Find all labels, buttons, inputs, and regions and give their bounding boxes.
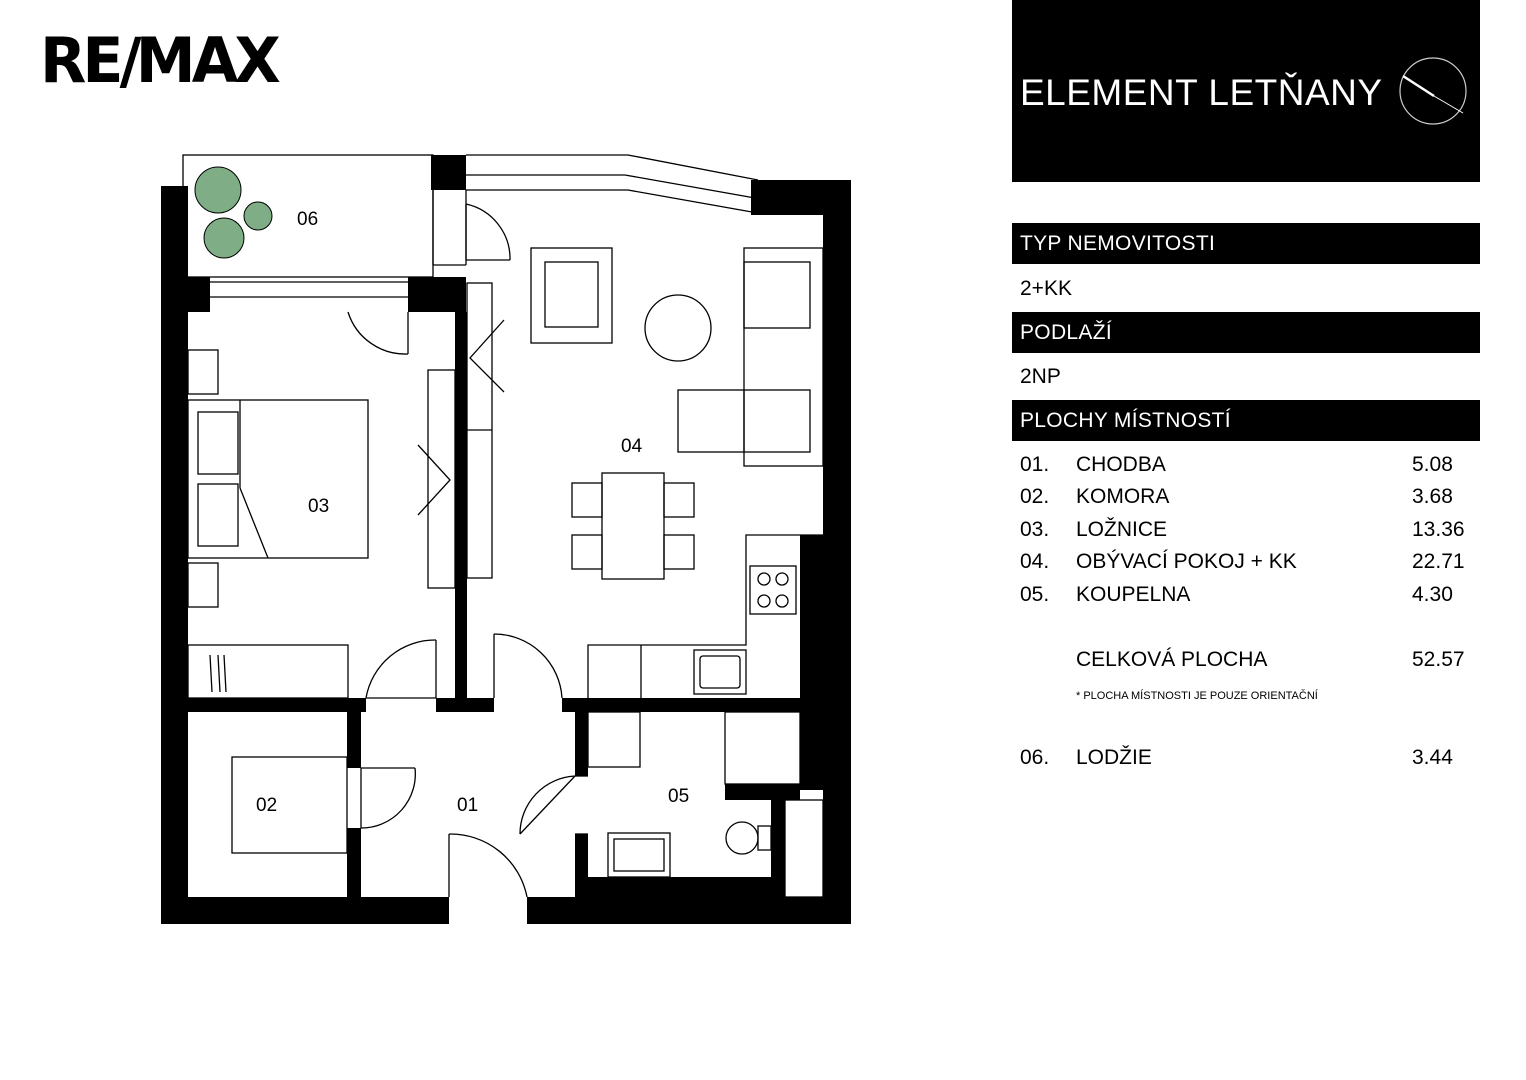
floor-plan: 06 03 04 02 01 05 <box>161 154 851 924</box>
room-row: 01. CHODBA 5.08 <box>1020 453 1470 481</box>
room-label-02: 02 <box>256 795 277 816</box>
room-row: 05. KOUPELNA 4.30 <box>1020 583 1470 611</box>
room-label-03: 03 <box>308 496 329 517</box>
room-area: 4.30 <box>1412 583 1453 606</box>
room-label-04: 04 <box>621 436 643 457</box>
room-area: 22.71 <box>1412 550 1465 573</box>
room-label-06: 06 <box>297 209 318 230</box>
loggia-row: 06. LODŽIE 3.44 <box>1020 746 1470 774</box>
room-num: 05. <box>1020 583 1050 606</box>
room-name: KOUPELNA <box>1076 583 1191 606</box>
room-num: 01. <box>1020 453 1050 476</box>
loggia-name: LODŽIE <box>1076 746 1152 769</box>
compass-icon <box>1399 57 1467 125</box>
room-name: OBÝVACÍ POKOJ + KK <box>1076 550 1297 573</box>
loggia-num: 06. <box>1020 746 1050 769</box>
room-area: 13.36 <box>1412 518 1465 541</box>
plants <box>194 166 273 259</box>
total-label: CELKOVÁ PLOCHA <box>1076 648 1268 671</box>
outlines <box>182 154 824 898</box>
loggia-area: 3.44 <box>1412 746 1453 769</box>
type-header: TYP NEMOVITOSTI <box>1012 223 1480 264</box>
room-label-01: 01 <box>457 795 478 816</box>
room-num: 04. <box>1020 550 1050 573</box>
room-num: 03. <box>1020 518 1050 541</box>
title-box: ELEMENT LETŇANY <box>1012 0 1480 182</box>
floor-header: PODLAŽÍ <box>1012 312 1480 353</box>
project-title: ELEMENT LETŇANY <box>1020 72 1383 113</box>
type-value: 2+KK <box>1020 277 1072 300</box>
room-area: 3.68 <box>1412 485 1453 508</box>
room-area: 5.08 <box>1412 453 1453 476</box>
total-area: 52.57 <box>1412 648 1465 671</box>
room-label-05: 05 <box>668 786 689 807</box>
room-name: KOMORA <box>1076 485 1170 508</box>
room-row: 04. OBÝVACÍ POKOJ + KK 22.71 <box>1020 550 1470 578</box>
walls <box>161 155 851 924</box>
room-row: 03. LOŽNICE 13.36 <box>1020 518 1470 546</box>
room-num: 02. <box>1020 485 1050 508</box>
area-note: * PLOCHA MÍSTNOSTI JE POUZE ORIENTAČNÍ <box>1076 690 1318 702</box>
remax-logo: RE/MAX <box>40 24 281 97</box>
total-row: CELKOVÁ PLOCHA 52.57 <box>1020 648 1470 676</box>
room-row: 02. KOMORA 3.68 <box>1020 485 1470 513</box>
room-name: CHODBA <box>1076 453 1166 476</box>
floor-value: 2NP <box>1020 365 1061 388</box>
room-name: LOŽNICE <box>1076 518 1168 541</box>
areas-header: PLOCHY MÍSTNOSTÍ <box>1012 400 1480 441</box>
